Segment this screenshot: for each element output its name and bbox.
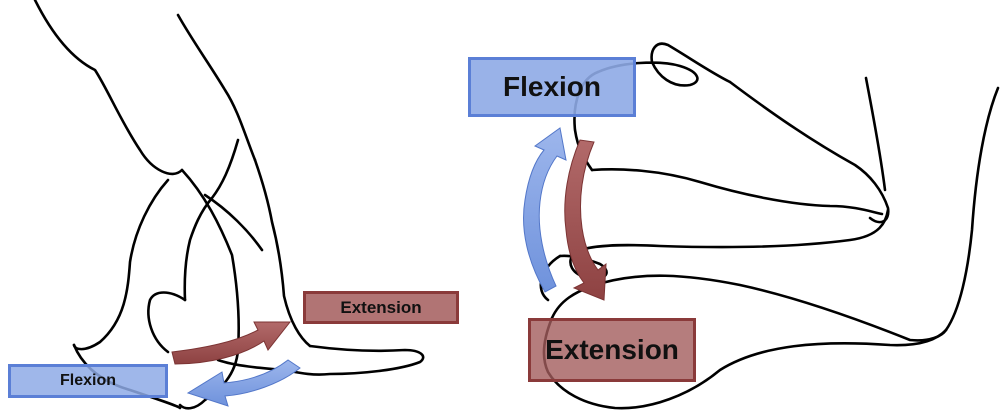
- flexion-arrow-right: [524, 128, 566, 292]
- flexion-label-right: Flexion: [468, 57, 636, 117]
- extension-arrow-right: [565, 140, 606, 300]
- extension-label-right: Extension: [528, 318, 696, 382]
- extension-arrow-left: [172, 322, 290, 364]
- extension-label-left: Extension: [303, 291, 459, 324]
- flexion-label-left: Flexion: [8, 364, 168, 398]
